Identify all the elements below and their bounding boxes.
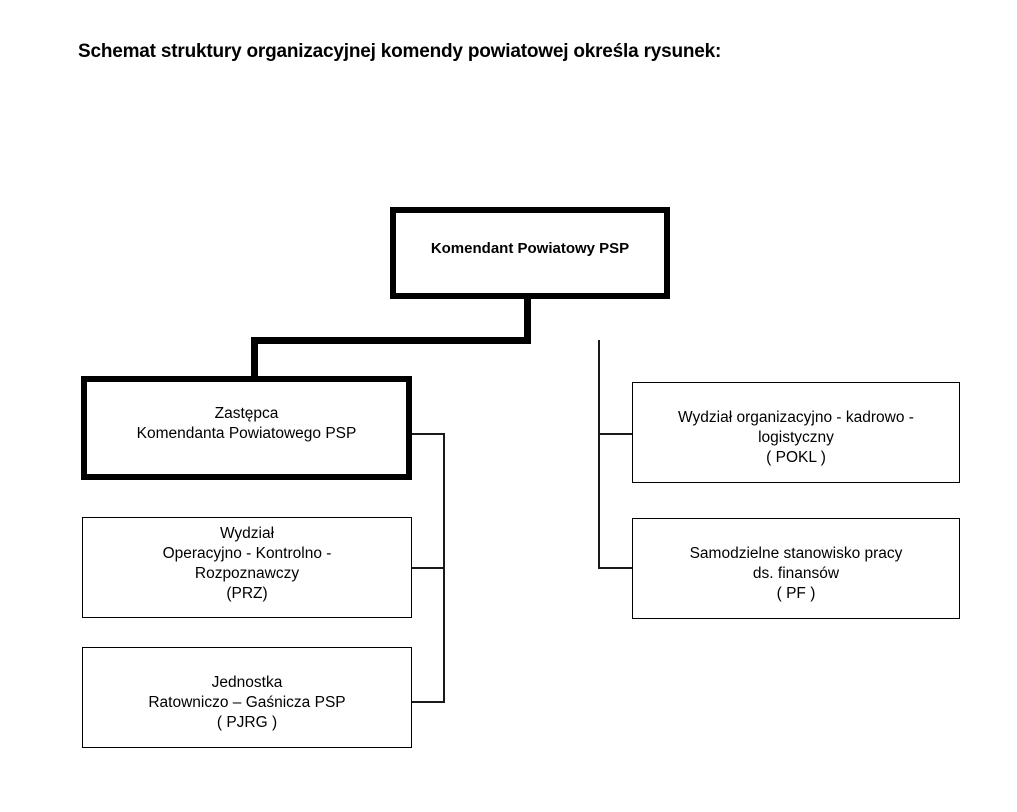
org-node-komendant-powiatowy-psp[interactable]: Komendant Powiatowy PSP: [390, 207, 670, 299]
org-node-samodzielne-stanowisko-pracy-ds-finansow[interactable]: Samodzielne stanowisko pracy ds. finansó…: [632, 518, 960, 619]
connector-right-branch-vertical: [598, 340, 600, 569]
page-title: Schemat struktury organizacyjnej komendy…: [78, 41, 722, 62]
connector-komendant-trunk-vertical: [524, 296, 531, 344]
org-node-komendant-label: Komendant Powiatowy PSP: [430, 240, 630, 257]
connector-stub-zastepca: [410, 433, 445, 435]
connector-stub-pf: [598, 567, 633, 569]
org-node-wydzial-organizacyjno-kadrowo-logistyczny[interactable]: Wydział organizacyjno - kadrowo - logist…: [632, 382, 960, 483]
org-node-zastepca-label: Zastępca Komendanta Powiatowego PSP: [136, 405, 357, 442]
org-node-zastepca-komendanta[interactable]: Zastępca Komendanta Powiatowego PSP: [81, 376, 412, 480]
connector-stub-pjrg: [410, 701, 445, 703]
org-node-wydzial-operacyjno-kontrolno-rozpoznawczy[interactable]: Wydział Operacyjno - Kontrolno - Rozpozn…: [82, 517, 412, 618]
org-node-pf-label: Samodzielne stanowisko pracy ds. finansó…: [689, 545, 903, 602]
connector-komendant-spine-horizontal: [251, 337, 531, 344]
connector-stub-pokl: [598, 433, 633, 435]
connector-zastepca-drop-vertical: [251, 337, 258, 379]
org-node-jednostka-ratowniczo-gasnicza[interactable]: Jednostka Ratowniczo – Gaśnicza PSP ( PJ…: [82, 647, 412, 748]
org-node-pjrg-label: Jednostka Ratowniczo – Gaśnicza PSP ( PJ…: [148, 674, 346, 731]
org-node-prz-label: Wydział Operacyjno - Kontrolno - Rozpozn…: [162, 525, 332, 602]
org-node-pokl-label: Wydział organizacyjno - kadrowo - logist…: [678, 409, 914, 466]
connector-stub-prz: [410, 567, 445, 569]
